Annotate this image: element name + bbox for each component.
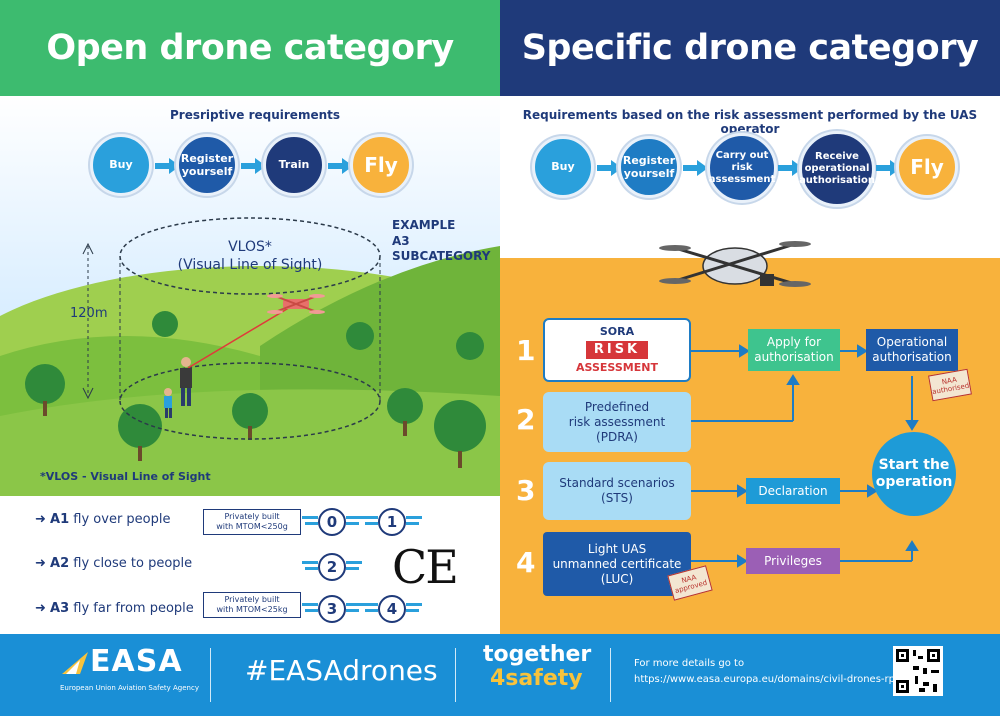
class-badge-2: 2 [302,553,362,581]
step-number-4: 4 [516,546,536,579]
landscape-illustration [0,217,500,496]
details-label: For more details go to [634,658,745,669]
arrow-icon [597,160,622,176]
open-subtitle: Presriptive requirements [169,108,341,122]
ce-mark-icon: CE [392,540,459,594]
declaration-box: Declaration [746,478,840,504]
arrow-icon [328,158,353,174]
sts-box: Standard scenarios(STS) [543,462,691,520]
vlos-label: VLOS* (Visual Line of Sight) [170,238,330,274]
drone-icon [267,294,325,314]
class-badge-1: 1 [362,508,422,536]
vlos-footnote: *VLOS - Visual Line of Sight [40,470,211,483]
sora-box: SORA RISK ASSESSMENT [543,318,691,382]
step-number-1: 1 [516,334,536,367]
safety-label: 4safety [490,666,583,691]
class-badge-0: 0 [302,508,362,536]
open-step-train: Train [263,134,325,196]
example-label: EXAMPLE A3 SUBCATEGORY [392,218,491,264]
open-step-register: Register yourself [176,134,238,196]
specific-step-risk: Carry out risk assessment [707,133,777,203]
step-number-3: 3 [516,474,536,507]
specific-subtitle: Requirements based on the risk assessmen… [522,108,978,136]
easa-logo-subtitle: European Union Aviation Safety Agency [60,684,199,692]
step-number-2: 2 [516,403,536,436]
qr-code-icon [893,646,943,696]
footer: EASA European Union Aviation Safety Agen… [0,634,1000,716]
arrow-icon [876,160,901,176]
specific-step-register: Register yourself [618,136,680,198]
sora-assessment: ASSESSMENT [576,361,658,375]
specific-category-title: Specific drone category [521,28,979,68]
specific-step-buy: Buy [532,136,594,198]
risk-dice-icon: RISK [585,340,649,360]
sora-title: SORA [599,325,635,339]
open-category-title: Open drone category [46,28,454,68]
child-figure [164,388,172,418]
hashtag: #EASAdrones [245,654,438,687]
height-label: 120m [70,306,108,321]
specific-step-fly: Fly [896,136,958,198]
easa-logo-icon [62,652,88,674]
pilot-figure [180,357,192,406]
open-category-scene [0,96,500,496]
together-label: together [483,642,592,667]
tree-icon [25,311,486,452]
arrow-icon [683,160,708,176]
specific-category-header: Specific drone category [500,0,1000,96]
category-a1: ➜ A1 fly over people [35,512,171,527]
open-category-header: Open drone category [0,0,500,96]
vlos-title: VLOS* [228,239,272,255]
easa-logo-text: EASA [90,644,183,679]
open-step-buy: Buy [90,134,152,196]
arrow-icon [241,158,266,174]
privileges-box: Privileges [746,548,840,574]
vlos-description: (Visual Line of Sight) [177,257,323,274]
open-step-fly: Fly [350,134,412,196]
arrow-icon [778,160,803,176]
category-a3: ➜ A3 fly far from people [35,601,194,616]
specific-step-receive: Receive operational authorisation [799,131,875,207]
class-badge-4: 4 [362,595,422,623]
details-url-link[interactable]: https://www.easa.europa.eu/domains/civil… [634,674,907,685]
arrow-icon [155,158,180,174]
quadcopter-drone-icon [659,241,811,287]
category-a2: ➜ A2 fly close to people [35,556,193,571]
flow-connectors [690,344,919,568]
class-badge-3: 3 [302,595,362,623]
